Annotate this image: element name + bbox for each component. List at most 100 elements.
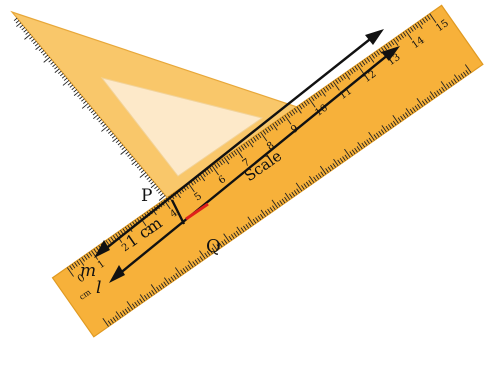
ruler-tick: [397, 35, 402, 41]
ruler-tick: [323, 87, 327, 93]
ruler-tick: [211, 247, 216, 253]
ruler-tick: [281, 116, 286, 122]
segment-q-highlight: [185, 202, 209, 221]
ruler-tick: [361, 142, 366, 148]
ruler-tick: [295, 182, 303, 192]
ruler-tick: [342, 74, 346, 79]
line-l-segment: [112, 53, 390, 280]
ruler-tick: [243, 225, 247, 231]
ruler-tick: [218, 242, 223, 248]
ruler-tick: [293, 190, 298, 195]
ruler-tick: [260, 131, 268, 142]
ruler-tick: [117, 231, 122, 237]
line-l-arrow-upper: [381, 46, 400, 61]
ruler-tick: [310, 96, 315, 101]
ruler-tick: [392, 120, 397, 126]
ruler-tick: [313, 94, 317, 100]
ruler-tick: [395, 37, 400, 42]
ruler-tick: [223, 233, 230, 243]
ruler-tick: [136, 300, 141, 305]
set-square-tick: [16, 22, 22, 27]
ruler-tick: [305, 181, 310, 187]
ruler-tick: [317, 173, 322, 178]
ruler-tick: [214, 164, 218, 169]
ruler-tick: [272, 123, 278, 131]
ruler-tick: [388, 42, 392, 47]
ruler-tick: [325, 86, 330, 91]
set-square-tick: [44, 54, 49, 58]
ruler-tick: [131, 303, 136, 309]
set-square-tick: [69, 84, 74, 88]
set-square-tick: [146, 176, 151, 180]
ruler-tick: [409, 108, 414, 114]
ruler-tick: [344, 72, 351, 80]
ruler-tick: [240, 145, 245, 151]
ruler-tick: [298, 104, 303, 110]
set-square-tick: [71, 86, 76, 91]
ruler-tick: [373, 134, 378, 139]
ruler-tick: [330, 164, 334, 170]
set-square-tick: [131, 158, 135, 162]
segment-pq-line: [170, 199, 186, 225]
ruler-tick: [185, 266, 189, 271]
ruler-tick: [448, 81, 453, 87]
ruler-tick: [139, 294, 146, 302]
ruler-tick: [209, 167, 214, 173]
ruler-tick: [421, 100, 426, 106]
ruler-tick: [402, 114, 407, 119]
ruler-tick: [417, 21, 423, 29]
ruler-tick: [436, 90, 440, 95]
set-square-tick: [100, 121, 104, 125]
set-square-tick: [101, 125, 108, 132]
ruler-tick: [424, 98, 428, 104]
ruler-tick: [240, 227, 245, 232]
ruler-tick: [458, 75, 462, 80]
ruler-tick: [194, 259, 199, 265]
ruler-tick: [115, 311, 121, 319]
ruler-tick: [332, 81, 340, 91]
set-square-tick: [34, 43, 39, 47]
set-square-tick: [62, 79, 70, 86]
ruler-tick: [380, 129, 385, 134]
ruler-tick: [276, 201, 281, 207]
ruler-tick: [400, 115, 404, 121]
ruler-number: 3: [144, 225, 156, 238]
ruler-tick: [197, 257, 201, 263]
ruler-tick: [174, 267, 182, 276]
label-q: Q: [206, 236, 221, 257]
set-square-tick: [19, 24, 24, 28]
ruler-tick: [219, 160, 223, 166]
set-square-tick: [52, 63, 56, 68]
ruler-tick: [248, 140, 254, 148]
ruler-tick: [385, 125, 390, 131]
ruler-tick: [453, 74, 460, 82]
ruler-tick: [112, 235, 117, 240]
ruler-tick: [164, 277, 170, 285]
ruler-tick: [433, 92, 438, 97]
ruler-tick: [320, 171, 324, 177]
set-square-tick: [50, 61, 54, 65]
ruler-tick: [252, 218, 257, 224]
ruler-tick: [264, 210, 269, 216]
ruler-tick: [211, 165, 219, 176]
ruler-tick: [417, 103, 421, 109]
ruler-tick: [223, 157, 230, 165]
set-square-window: [100, 77, 264, 177]
ruler-tick: [356, 146, 361, 151]
segment-pq: [170, 199, 209, 225]
ruler-tick: [146, 293, 150, 298]
ruler-tick: [269, 125, 274, 130]
ruler-tick: [296, 188, 300, 194]
ruler-tick: [69, 265, 73, 271]
ruler-tick: [402, 32, 407, 37]
ruler-tick: [91, 250, 99, 260]
set-square-tick: [154, 185, 158, 190]
ruler-number: 8: [265, 140, 277, 153]
ruler-tick: [405, 108, 411, 116]
set-square-tick: [81, 102, 89, 109]
ruler-ticks: [66, 13, 472, 327]
ruler-tick: [366, 139, 370, 144]
set-square-tick: [58, 70, 62, 74]
ruler-tick: [279, 118, 284, 123]
